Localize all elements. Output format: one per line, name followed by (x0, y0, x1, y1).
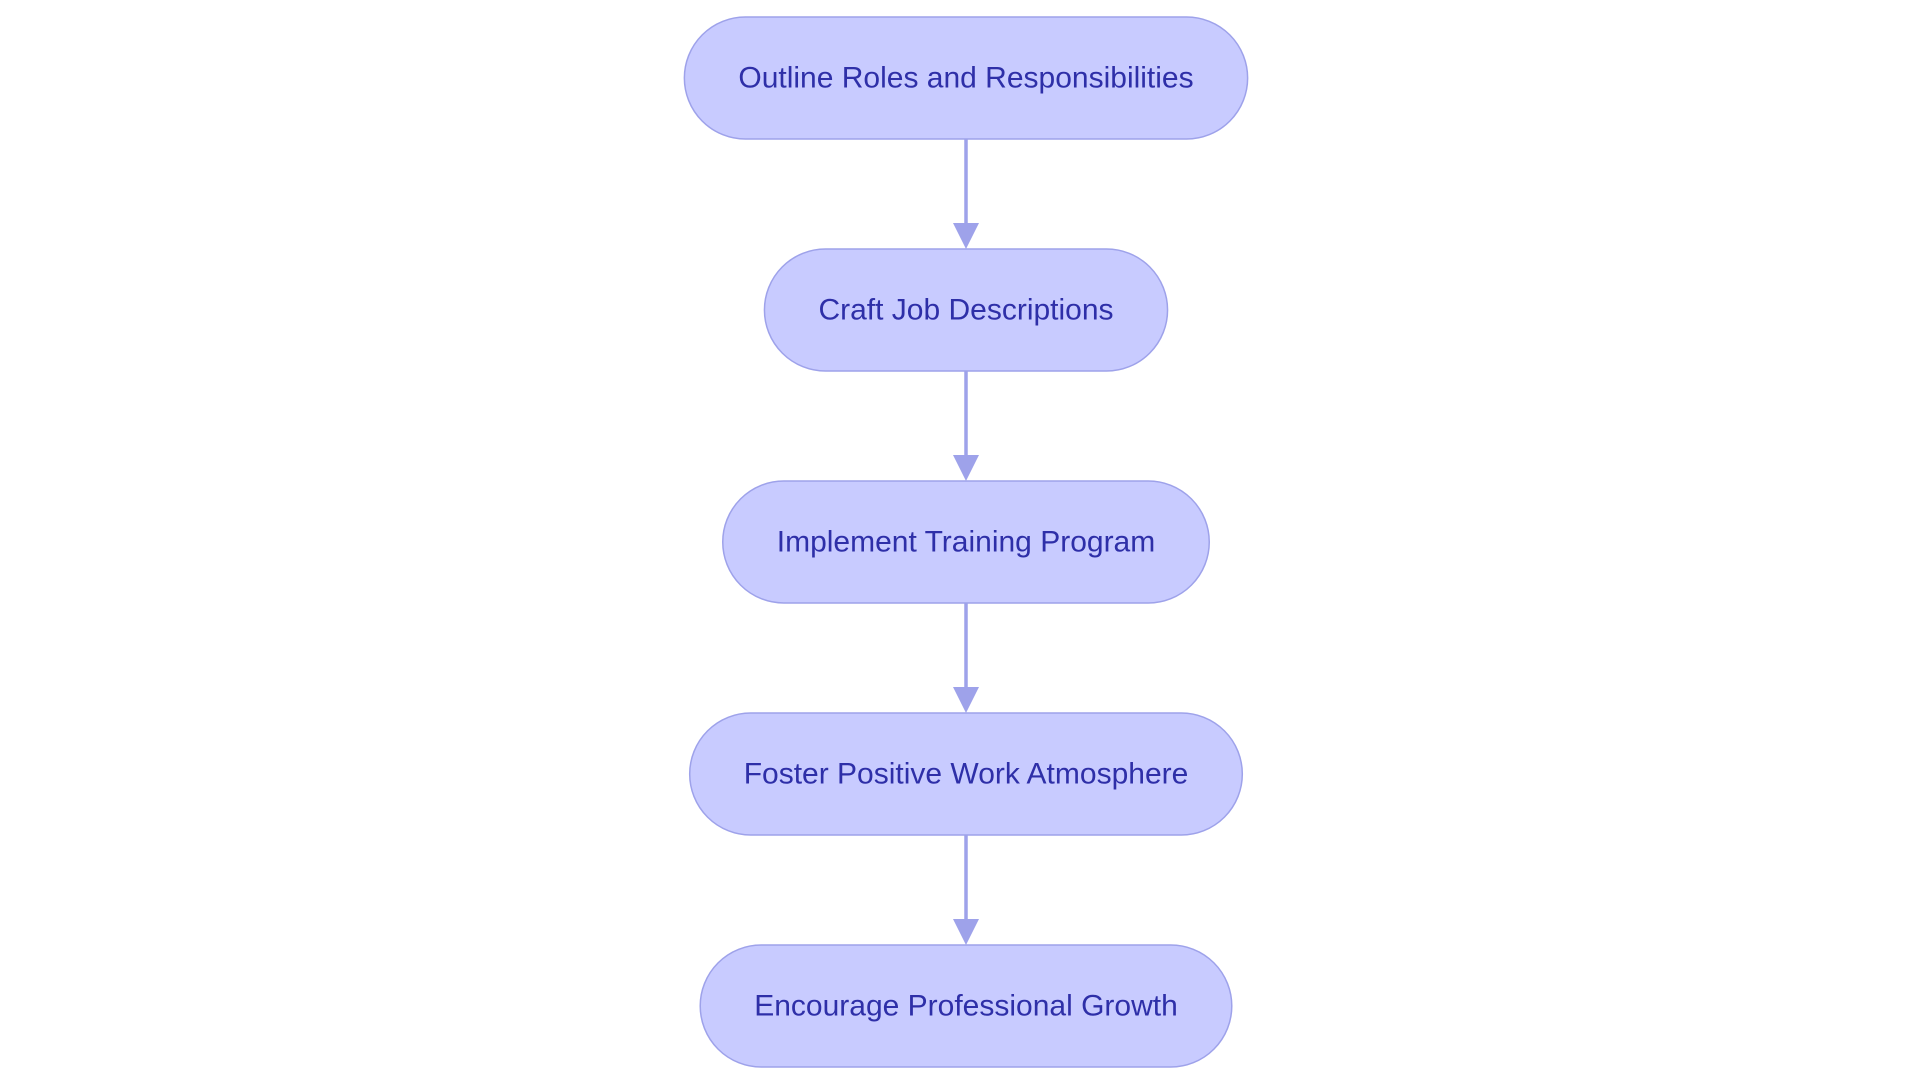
node-label: Foster Positive Work Atmosphere (744, 758, 1189, 791)
node-shape (688, 712, 1244, 836)
node-shape (763, 248, 1169, 372)
node-foster-positive-atmosphere[interactable]: Foster Positive Work Atmosphere (688, 712, 1244, 836)
node-shape (699, 944, 1233, 1068)
edge-arrow (953, 371, 979, 481)
node-shape (683, 16, 1249, 140)
arrowhead-icon (953, 687, 979, 713)
edge-arrow (953, 139, 979, 249)
arrowhead-icon (953, 455, 979, 481)
node-label: Implement Training Program (777, 526, 1156, 559)
node-outline-roles[interactable]: Outline Roles and Responsibilities (683, 16, 1249, 140)
node-label: Encourage Professional Growth (754, 990, 1178, 1023)
edge-arrow (953, 835, 979, 945)
node-label: Outline Roles and Responsibilities (738, 62, 1193, 95)
edge-arrow (953, 603, 979, 713)
edges-layer (953, 139, 979, 945)
node-encourage-growth[interactable]: Encourage Professional Growth (699, 944, 1233, 1068)
arrowhead-icon (953, 223, 979, 249)
node-label: Craft Job Descriptions (818, 294, 1113, 327)
arrowhead-icon (953, 919, 979, 945)
nodes-layer: Outline Roles and Responsibilities Craft… (683, 16, 1249, 1068)
node-craft-job-descriptions[interactable]: Craft Job Descriptions (763, 248, 1169, 372)
node-shape (722, 480, 1210, 604)
node-implement-training[interactable]: Implement Training Program (722, 480, 1210, 604)
